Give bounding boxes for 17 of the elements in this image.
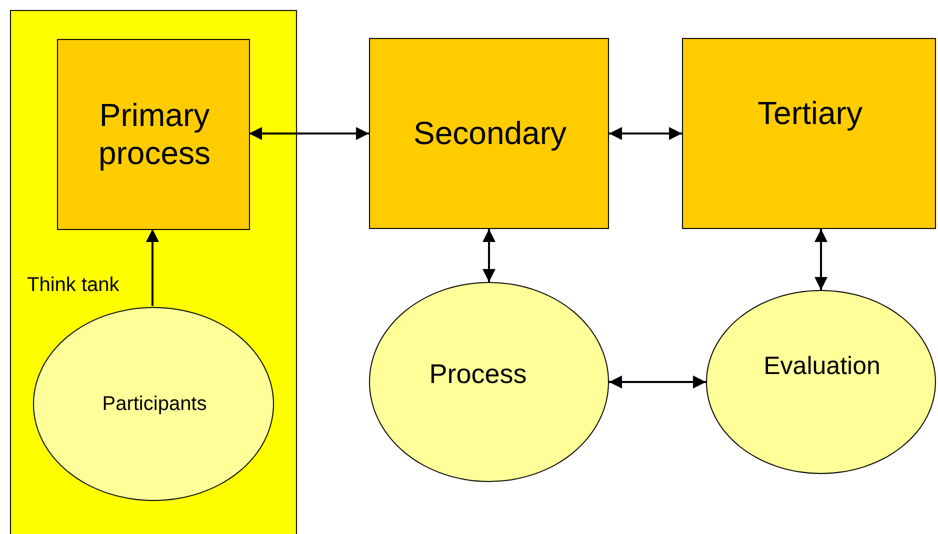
node-label: Secondary <box>412 114 568 152</box>
double-arrow <box>814 229 828 290</box>
double-arrow <box>609 376 706 388</box>
arrow <box>146 229 159 306</box>
process-box <box>682 38 936 229</box>
process-box <box>369 38 609 229</box>
node-label: Evaluation <box>762 350 882 380</box>
node-label: Primary process <box>97 96 212 172</box>
node-label: Process <box>428 358 528 390</box>
double-arrow <box>482 229 496 282</box>
panel-title: Think tank <box>27 273 120 297</box>
group-panel <box>10 10 297 534</box>
double-arrow <box>609 127 682 140</box>
node-label: Participants <box>101 392 208 416</box>
process-box <box>57 39 250 230</box>
node-label: Tertiary <box>756 94 864 132</box>
double-arrow <box>249 127 369 140</box>
